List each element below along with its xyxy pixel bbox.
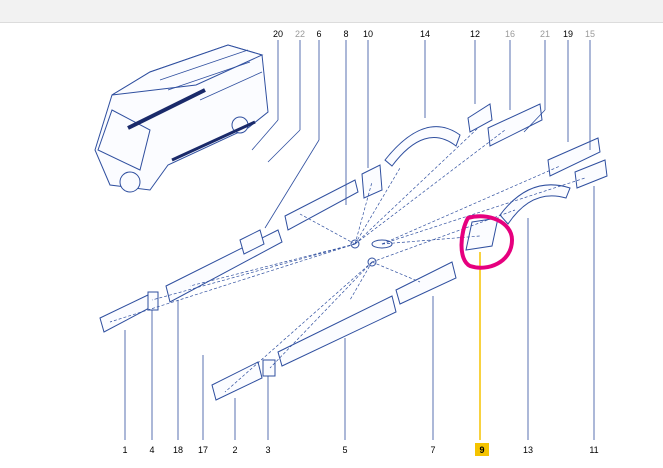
part-20: [239, 229, 265, 255]
callout-12[interactable]: 12: [470, 29, 480, 39]
callouts-top: 20 22 6 8 10 14 12 16 21 19 15: [273, 29, 595, 39]
callout-1[interactable]: 1: [122, 445, 127, 455]
callout-10[interactable]: 10: [363, 29, 373, 39]
part-shapes: [99, 103, 608, 401]
van-illustration: [94, 44, 269, 193]
callout-21[interactable]: 21: [540, 29, 550, 39]
highlight-circle-marker: [459, 214, 515, 270]
assembly-lines: [109, 127, 586, 393]
callout-4[interactable]: 4: [149, 445, 154, 455]
callout-8[interactable]: 8: [343, 29, 348, 39]
part-13: [499, 184, 571, 225]
part-6: [284, 179, 359, 231]
callout-9[interactable]: 9: [479, 445, 484, 455]
callout-3[interactable]: 3: [265, 445, 270, 455]
callout-2[interactable]: 2: [232, 445, 237, 455]
callout-13[interactable]: 13: [523, 445, 533, 455]
callout-22[interactable]: 22: [295, 29, 305, 39]
highlight-label-bg: [475, 443, 489, 456]
part-16: [487, 103, 543, 147]
part-5: [277, 295, 397, 367]
part-4: [147, 291, 159, 311]
callout-11[interactable]: 11: [589, 445, 598, 455]
part-9: [465, 217, 499, 251]
callout-5[interactable]: 5: [342, 445, 347, 455]
part-7: [395, 261, 457, 305]
part-12: [467, 103, 493, 133]
callouts-bottom: 1 4 18 17 2 3 5 7 9 13 11: [122, 445, 598, 455]
part-14: [384, 126, 461, 167]
part-3: [262, 359, 276, 377]
callout-14[interactable]: 14: [420, 29, 430, 39]
callout-18[interactable]: 18: [173, 445, 183, 455]
callout-7[interactable]: 7: [430, 445, 435, 455]
leader-lines-bottom: [124, 186, 595, 440]
callout-15[interactable]: 15: [585, 29, 595, 39]
part-2: [211, 361, 263, 401]
part-1: [99, 293, 154, 333]
callout-6[interactable]: 6: [316, 29, 321, 39]
callout-19[interactable]: 19: [563, 29, 573, 39]
callout-16[interactable]: 16: [505, 29, 515, 39]
part-15: [574, 159, 608, 189]
highlight-part-9: [459, 214, 515, 456]
part-8: [361, 164, 383, 199]
callout-20[interactable]: 20: [273, 29, 283, 39]
callout-17[interactable]: 17: [198, 445, 208, 455]
toolbar-strip: [0, 0, 663, 23]
leader-lines-top: [251, 40, 591, 229]
